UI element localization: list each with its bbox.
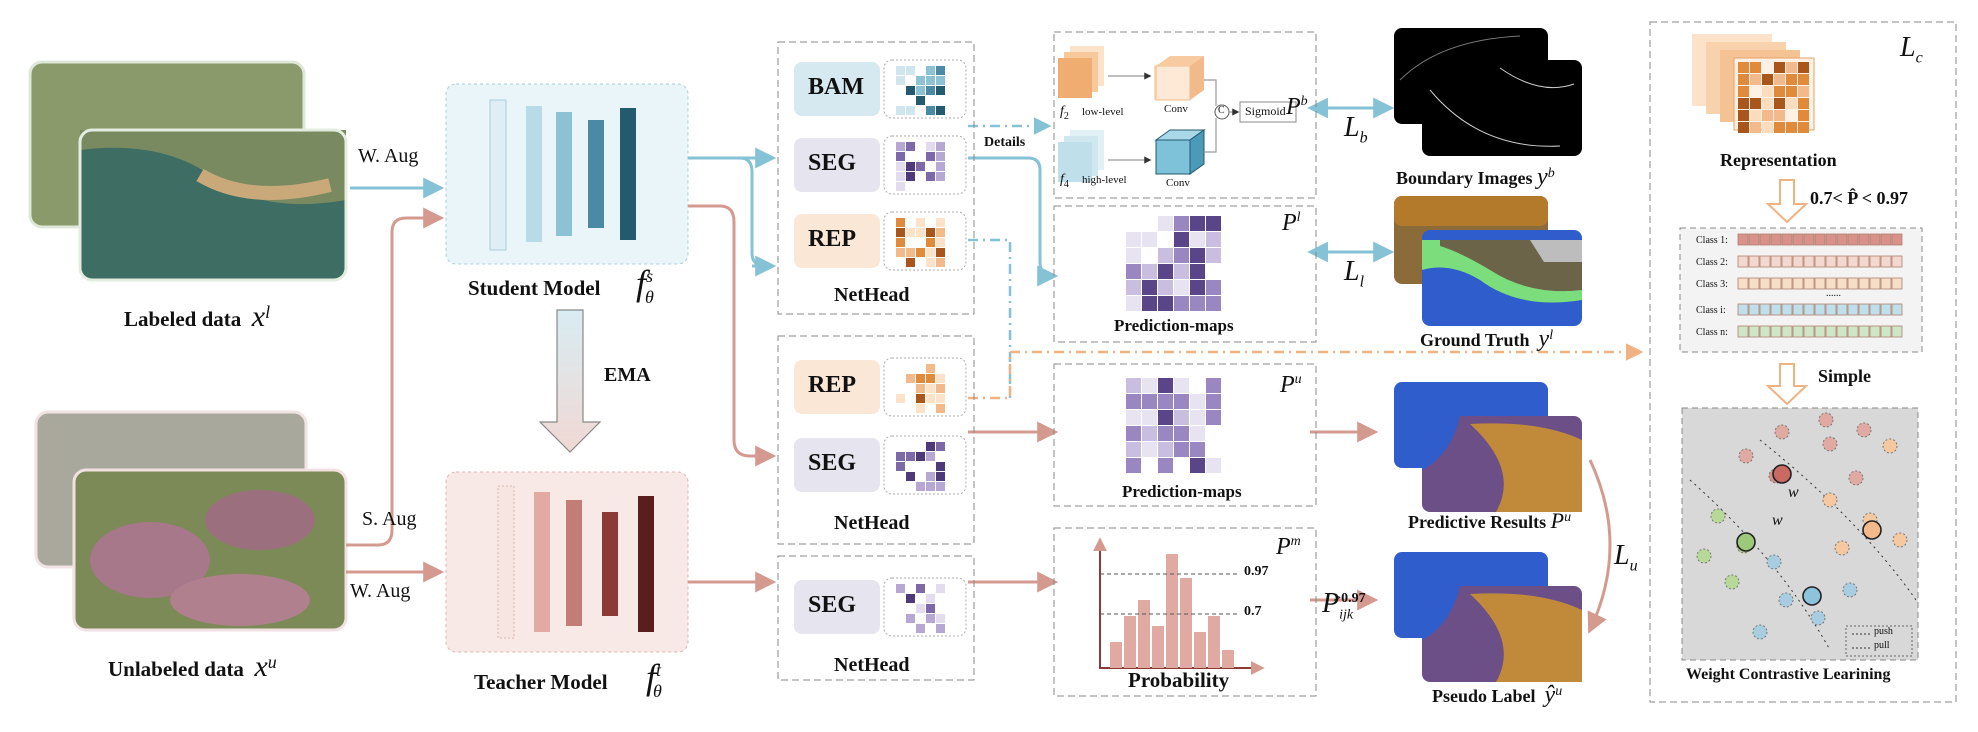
unlabeled-image-stack xyxy=(34,410,348,632)
prediction-grids xyxy=(1126,216,1221,473)
representation-label: Representation xyxy=(1720,150,1837,170)
student-layers xyxy=(489,99,636,251)
bam-conv2: Conv xyxy=(1166,177,1190,189)
ema-arrow xyxy=(538,309,602,453)
bam-conv1: Conv xyxy=(1164,103,1188,115)
bam-high-level: high-level xyxy=(1082,174,1127,186)
down-arrow-2 xyxy=(1765,363,1809,406)
nethead-top-label: NetHead xyxy=(834,284,910,306)
details-label: Details xyxy=(984,135,1026,150)
bam-f2: f2 xyxy=(1060,104,1069,122)
boundary-title: Boundary Images yb xyxy=(1396,164,1555,190)
head-top-bam: BAM xyxy=(808,74,864,100)
loss-ll: Ll xyxy=(1344,256,1365,291)
head-mid-rep: REP xyxy=(808,372,856,398)
weight-w2: w xyxy=(1772,512,1783,529)
head-mid-seg: SEG xyxy=(808,450,857,476)
prob-box xyxy=(1053,527,1317,697)
graph-box xyxy=(1681,407,1919,661)
boundary-images xyxy=(1394,28,1582,156)
nethead-bottom-label: NetHead xyxy=(834,654,910,676)
head-tags xyxy=(794,62,880,634)
class-label-1: Class 1: xyxy=(1696,235,1728,246)
bam-detail-box xyxy=(1053,31,1317,199)
prob-line-high: 0.97 xyxy=(1244,564,1269,579)
prob-line-low: 0.7 xyxy=(1244,604,1262,619)
bam-low-level: low-level xyxy=(1082,106,1124,118)
nethead-bottom-box xyxy=(777,555,975,681)
prob-caption: Probability xyxy=(1128,668,1230,692)
gt-title: Ground Truth yl xyxy=(1420,326,1554,352)
ground-truth-images xyxy=(1394,196,1582,326)
bam-detail-graphics xyxy=(1058,46,1297,182)
pred-l-box xyxy=(1053,205,1317,343)
pred-u-box xyxy=(1053,363,1317,507)
down-arrow-1 xyxy=(1765,179,1809,224)
head-top-rep: REP xyxy=(808,226,856,252)
predictive-title: Predictive Results Pu xyxy=(1408,508,1572,533)
simple-label: Simple xyxy=(1818,366,1872,386)
representation-cells xyxy=(1738,62,1809,133)
class-label-n: Class n: xyxy=(1696,327,1728,338)
labeled-title: Labeled data xl xyxy=(124,300,271,333)
threshold-label: 0.7< P̂ < 0.97 xyxy=(1810,188,1909,208)
bam-f4: f4 xyxy=(1060,172,1069,190)
class-label-i: Class i: xyxy=(1696,305,1726,316)
loss-pijk: Pijk>0.97 xyxy=(1322,588,1366,623)
head-thumb-cells xyxy=(896,66,945,633)
nethead-mid-label: NetHead xyxy=(834,512,910,534)
student-var: fsθ xyxy=(636,263,654,308)
class-bars xyxy=(1737,233,1903,338)
graph-legend xyxy=(1845,625,1913,657)
ema-label: EMA xyxy=(604,364,651,386)
weight-w1: w xyxy=(1788,484,1799,501)
strong-aug-label: S. Aug xyxy=(362,508,417,530)
pseudo-title: Pseudo Label ŷu xyxy=(1432,682,1563,708)
bam-out: Pb xyxy=(1286,94,1308,120)
probability-histogram xyxy=(1093,537,1265,675)
head-top-seg: SEG xyxy=(808,150,857,176)
teacher-title: Teacher Model xyxy=(474,670,608,694)
pred-u-tag: Pu xyxy=(1280,372,1302,398)
prob-tag: Pm xyxy=(1276,534,1301,560)
contrast-title: Weight Contrastive Learining xyxy=(1686,666,1891,683)
class-label-2: Class 2: xyxy=(1696,257,1728,268)
predictive-results-images xyxy=(1394,382,1582,512)
unlabeled-title: Unlabeled data xu xyxy=(108,650,277,683)
loss-lc: Lc xyxy=(1900,32,1923,67)
pred-l-tag: Pl xyxy=(1282,210,1301,236)
head-thumbs xyxy=(883,59,967,637)
teacher-layers xyxy=(497,485,654,639)
pseudo-label-images xyxy=(1394,552,1582,682)
loss-lb: Lb xyxy=(1344,112,1368,147)
bam-sigmoid: Sigmoid xyxy=(1245,104,1286,118)
class-label-3: Class 3: xyxy=(1696,279,1728,290)
teacher-var: ftθ xyxy=(646,657,662,702)
contrast-panel xyxy=(1649,21,1957,703)
head-bottom-seg: SEG xyxy=(808,592,857,618)
weak-aug-bottom-label: W. Aug xyxy=(350,580,411,602)
pred-l-caption: Prediction-maps xyxy=(1114,316,1234,335)
bam-concat: C xyxy=(1218,105,1225,116)
contrastive-graph xyxy=(1696,412,1908,640)
legend-push: push xyxy=(1874,626,1893,637)
pred-u-caption: Prediction-maps xyxy=(1122,482,1242,501)
weak-aug-top-label: W. Aug xyxy=(358,145,419,167)
nethead-mid-box xyxy=(777,335,975,545)
legend-pull: pull xyxy=(1874,640,1890,651)
student-title: Student Model xyxy=(468,276,601,300)
class-label-dots: ...... xyxy=(1826,288,1841,299)
labeled-image-stack xyxy=(28,60,348,282)
nethead-top-box xyxy=(777,41,975,315)
loss-lu: Lu xyxy=(1614,540,1638,575)
